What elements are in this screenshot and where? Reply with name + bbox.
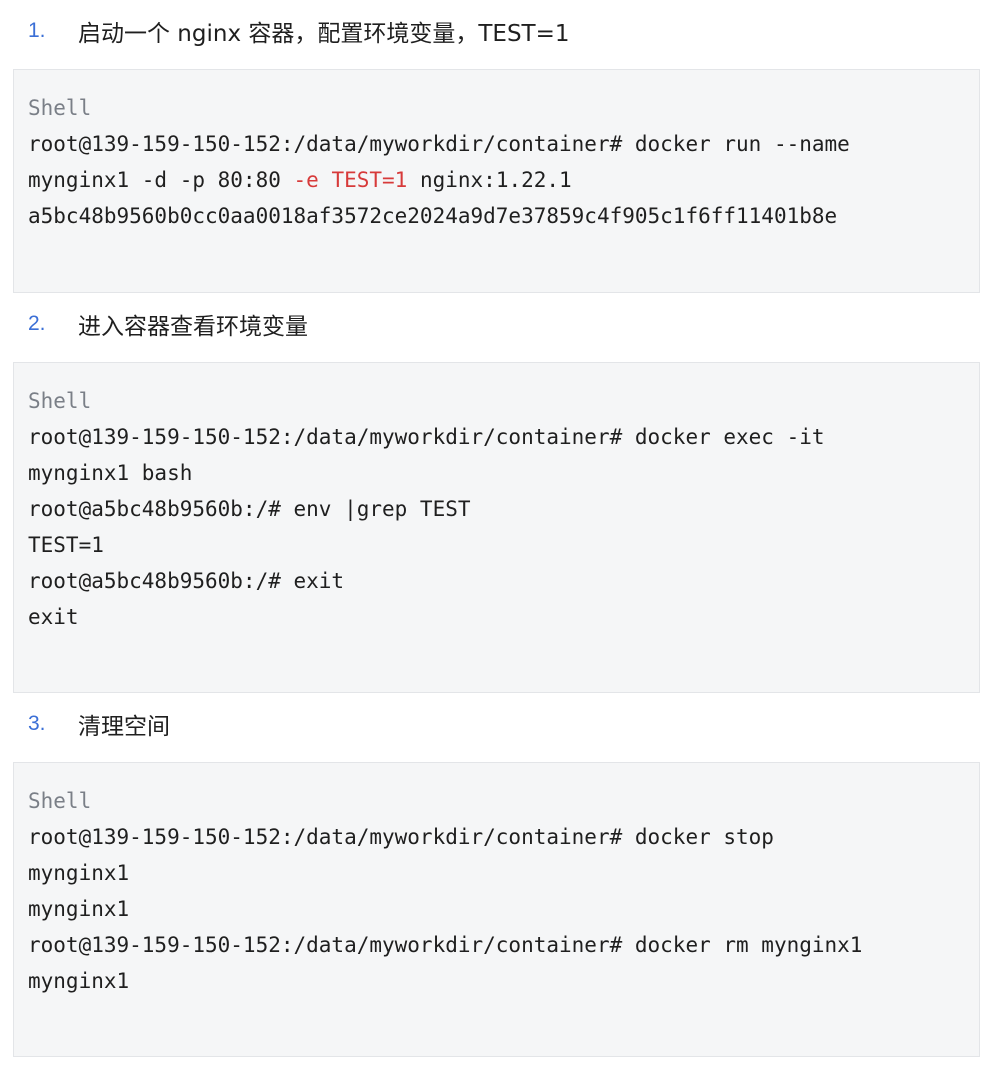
step-title: 清理空间 (78, 714, 170, 740)
code-language-label: Shell (28, 96, 92, 120)
code-line: a5bc48b9560b0cc0aa0018af3572ce2024a9d7e3… (28, 204, 838, 228)
code-block-3[interactable]: Shell root@139-159-150-152:/data/myworkd… (13, 762, 980, 1057)
code-line: root@a5bc48b9560b:/# env |grep TEST (28, 497, 471, 521)
step-title: 启动一个 nginx 容器，配置环境变量，TEST=1 (78, 21, 570, 47)
code-line: root@139-159-150-152:/data/myworkdir/con… (28, 933, 863, 957)
code-line: mynginx1 -d -p 80:80 -e TEST=1 nginx:1.2… (28, 162, 965, 198)
code-line: mynginx1 (28, 897, 130, 921)
code-language-label: Shell (28, 789, 92, 813)
code-segment: nginx:1.22.1 (407, 168, 572, 192)
step-1-heading: 1. 启动一个 nginx 容器，配置环境变量，TEST=1 (0, 16, 989, 47)
step-number: 1. (28, 19, 46, 42)
step-2-heading: 2. 进入容器查看环境变量 (0, 309, 989, 340)
step-number: 2. (28, 312, 46, 335)
code-line: mynginx1 (28, 861, 130, 885)
step-number: 3. (28, 712, 46, 735)
step-title: 进入容器查看环境变量 (78, 314, 308, 340)
code-line: root@a5bc48b9560b:/# exit (28, 569, 345, 593)
step-3-heading: 3. 清理空间 (0, 709, 989, 740)
code-line: exit (28, 605, 79, 629)
code-line: TEST=1 (28, 533, 104, 557)
code-line: root@139-159-150-152:/data/myworkdir/con… (28, 425, 825, 449)
code-segment: mynginx1 -d -p 80:80 (28, 168, 294, 192)
code-line: root@139-159-150-152:/data/myworkdir/con… (28, 825, 774, 849)
code-line: root@139-159-150-152:/data/myworkdir/con… (28, 132, 850, 156)
code-line: mynginx1 bash (28, 461, 193, 485)
code-block-1[interactable]: Shell root@139-159-150-152:/data/myworkd… (13, 69, 980, 293)
code-language-label: Shell (28, 389, 92, 413)
code-highlight-option: -e TEST=1 (293, 168, 408, 192)
code-line: mynginx1 (28, 969, 130, 993)
code-block-2[interactable]: Shell root@139-159-150-152:/data/myworkd… (13, 362, 980, 693)
